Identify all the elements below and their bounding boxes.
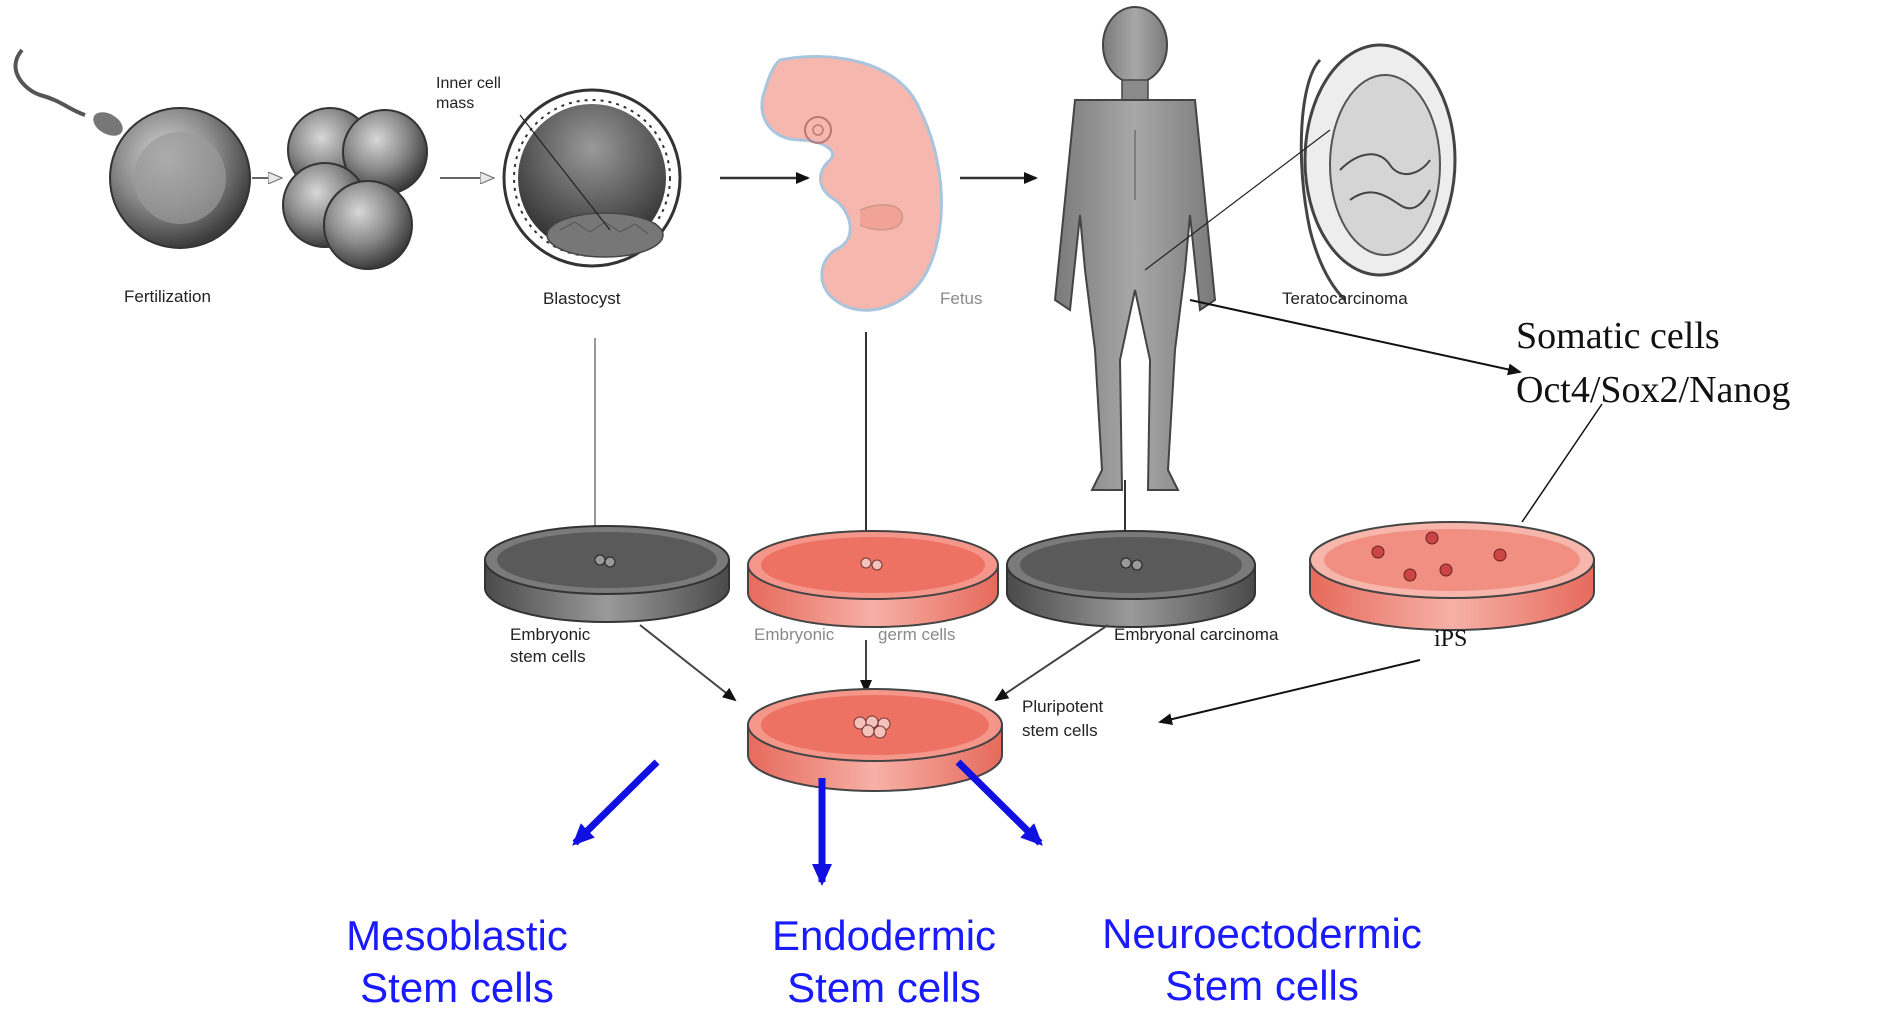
outcome-neuroectodermic-line1: Neuroectodermic: [1102, 910, 1422, 957]
label-embryonic-germ-cells-b: germ cells: [878, 625, 955, 644]
label-pluripotent-2: stem cells: [1022, 721, 1098, 740]
arrow-to-neuroectodermic: [958, 762, 1040, 843]
outcome-mesoblastic-line2: Stem cells: [360, 964, 554, 1010]
label-pluripotent-1: Pluripotent: [1022, 697, 1104, 716]
arrow-to-mesoblastic: [575, 762, 657, 843]
label-fetus: Fetus: [940, 289, 983, 308]
label-embryonic-germ-cells-a: Embryonic: [754, 625, 835, 644]
label-blastocyst: Blastocyst: [543, 289, 621, 308]
figure-background: [0, 0, 1450, 770]
outcome-mesoblastic: Mesoblastic Stem cells: [346, 912, 568, 1010]
outcome-mesoblastic-line1: Mesoblastic: [346, 912, 568, 959]
outcome-neuroectodermic: Neuroectodermic Stem cells: [1102, 910, 1422, 1009]
label-inner-cell-mass-2: mass: [436, 95, 474, 112]
label-fertilization: Fertilization: [124, 287, 211, 306]
petri-dish-embryonal-carcinoma: [1007, 531, 1255, 627]
pointer-line-factors-to-ips: [1522, 404, 1602, 522]
label-embryonal-carcinoma: Embryonal carcinoma: [1114, 625, 1279, 644]
blastocyst-icon: [504, 90, 680, 266]
label-somatic-cells: Somatic cells: [1516, 315, 1720, 357]
outcome-endodermic-line1: Endodermic: [772, 912, 996, 959]
label-embryonic-stem-cells-1: Embryonic: [510, 625, 591, 644]
label-inner-cell-mass-1: Inner cell: [436, 75, 501, 92]
label-reprogramming-factors: Oct4/Sox2/Nanog: [1516, 369, 1790, 411]
outcome-endodermic-line2: Stem cells: [787, 964, 981, 1010]
petri-dish-embryonic-stem-cells: [485, 526, 729, 622]
egg-cell-icon: [110, 108, 250, 248]
label-embryonic-stem-cells-2: stem cells: [510, 647, 586, 666]
petri-dish-embryonic-germ-cells: [748, 531, 998, 627]
outcome-neuroectodermic-line2: Stem cells: [1165, 962, 1359, 1009]
petri-dish-ips: [1310, 522, 1594, 630]
petri-dish-pluripotent-stem-cells: [748, 689, 1002, 791]
outcome-endodermic: Endodermic Stem cells: [772, 912, 996, 1010]
label-ips: iPS: [1434, 626, 1467, 652]
label-teratocarcinoma: Teratocarcinoma: [1282, 289, 1408, 308]
